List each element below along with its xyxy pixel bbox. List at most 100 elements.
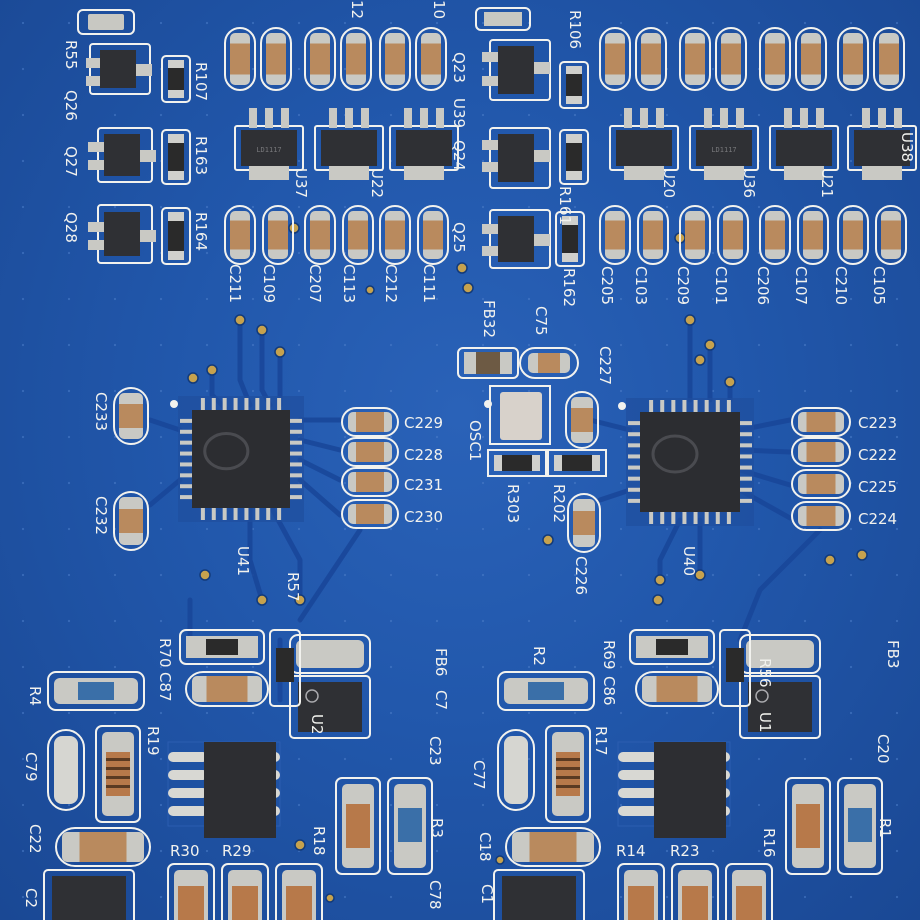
label-top12: 12: [348, 0, 366, 19]
dpak-mark: [755, 689, 769, 703]
label-q24: Q24: [450, 140, 468, 171]
regulator-pin: [404, 108, 412, 128]
label-c103: C103: [632, 266, 650, 305]
capacitor-body: [421, 43, 441, 75]
label-q25: Q25: [450, 222, 468, 253]
capacitor-body: [643, 220, 663, 250]
regulator-marking: LD1117: [256, 146, 281, 154]
capacitor-outline: [637, 205, 669, 265]
qfn-pad: [180, 418, 192, 423]
resistor-band: [556, 767, 580, 770]
capacitor-body: [79, 832, 127, 862]
label-c224: C224: [858, 510, 897, 528]
pad: [746, 640, 814, 668]
fb32-ferrite: [457, 347, 519, 379]
label-c111: C111: [420, 264, 438, 303]
capacitor-body: [641, 43, 661, 75]
label-c22: C22: [26, 824, 44, 854]
capacitor-outline: [262, 205, 294, 265]
capacitor-outline: [679, 27, 711, 91]
cap-body: [54, 736, 78, 804]
capacitor-body: [806, 506, 836, 526]
regulator-pin: [640, 108, 648, 128]
label-c205: C205: [598, 266, 616, 305]
qfn-pad: [211, 398, 216, 410]
capacitor-outline: [791, 501, 851, 531]
soic-body: [654, 742, 726, 838]
capacitor-body: [765, 220, 785, 250]
r164-resistor: [161, 207, 191, 265]
c232-capacitor: [113, 491, 149, 551]
regulator-pin: [436, 108, 444, 128]
regulator-pin: [862, 108, 870, 128]
dpak-outline: [493, 869, 585, 920]
qfn-pad: [277, 398, 282, 410]
resistor-band: [106, 776, 130, 779]
label-u41: U41: [234, 546, 252, 576]
label-u2: U2: [308, 714, 326, 735]
capacitor-body: [356, 442, 384, 462]
regulator-pin: [420, 108, 428, 128]
regulator-pin: [329, 108, 337, 128]
osc1-oscillator: [484, 385, 551, 445]
label-c227: C227: [596, 346, 614, 385]
resistor-body: [232, 886, 258, 920]
label-c75: C75: [532, 306, 550, 336]
capacitor-body: [385, 220, 405, 250]
capacitor-body: [843, 220, 863, 250]
regulator-tab: [404, 166, 444, 180]
capacitor-body: [348, 220, 368, 250]
resistor-band: [106, 767, 130, 770]
label-r55: R55: [62, 40, 80, 70]
cap-outline: [497, 729, 535, 811]
regulator-pin: [656, 108, 664, 128]
label-r2: R2: [530, 646, 548, 666]
regulator-pin: [800, 108, 808, 128]
resistor-body: [528, 682, 564, 700]
resistor-band: [556, 758, 580, 761]
qfn-pad: [255, 508, 260, 520]
soic-body: [204, 742, 276, 838]
resistor-body: [736, 886, 762, 920]
capacitor-outline: [715, 27, 747, 91]
label-c101: C101: [712, 266, 730, 305]
resistor-body: [178, 886, 204, 920]
r202-resistor: [547, 449, 607, 477]
q28-transistor: [88, 204, 156, 264]
capacitor-body: [723, 220, 743, 250]
resistor-outline: [725, 863, 773, 920]
resistor-outline: [179, 629, 265, 665]
label-c222: C222: [858, 446, 897, 464]
resistor-outline: [95, 725, 141, 823]
qfn-pad: [671, 512, 676, 524]
capacitor-outline: [342, 205, 374, 265]
qfn-pad: [740, 498, 752, 503]
label-q28: Q28: [62, 212, 80, 243]
u41-audio-ic: [170, 396, 304, 522]
label-c77: C77: [470, 760, 488, 790]
capacitor-outline: [791, 407, 851, 437]
regulator-pin: [249, 108, 257, 128]
regulator-tab: [624, 166, 664, 180]
capacitor-body: [881, 220, 901, 250]
label-r161: R161: [556, 186, 574, 225]
capacitor-body: [843, 43, 863, 75]
qfn-pad: [180, 429, 192, 434]
c228-c231-capacitor-stack: [341, 407, 399, 529]
vias: [187, 222, 868, 903]
u40-audio-ic: [618, 398, 754, 526]
capacitor-outline: [791, 437, 851, 467]
resistor-band: [556, 776, 580, 779]
label-r18: R18: [310, 826, 328, 856]
qfn-pad: [726, 512, 731, 524]
label-r70: R70: [156, 638, 174, 668]
resistor-outline: [629, 629, 715, 665]
r163-resistor: [161, 129, 191, 185]
label-r164: R164: [192, 212, 210, 251]
dpak-body: [52, 876, 126, 920]
label-u38: U38: [898, 132, 916, 162]
qfn-pad: [290, 451, 302, 456]
qfn-pad: [180, 484, 192, 489]
